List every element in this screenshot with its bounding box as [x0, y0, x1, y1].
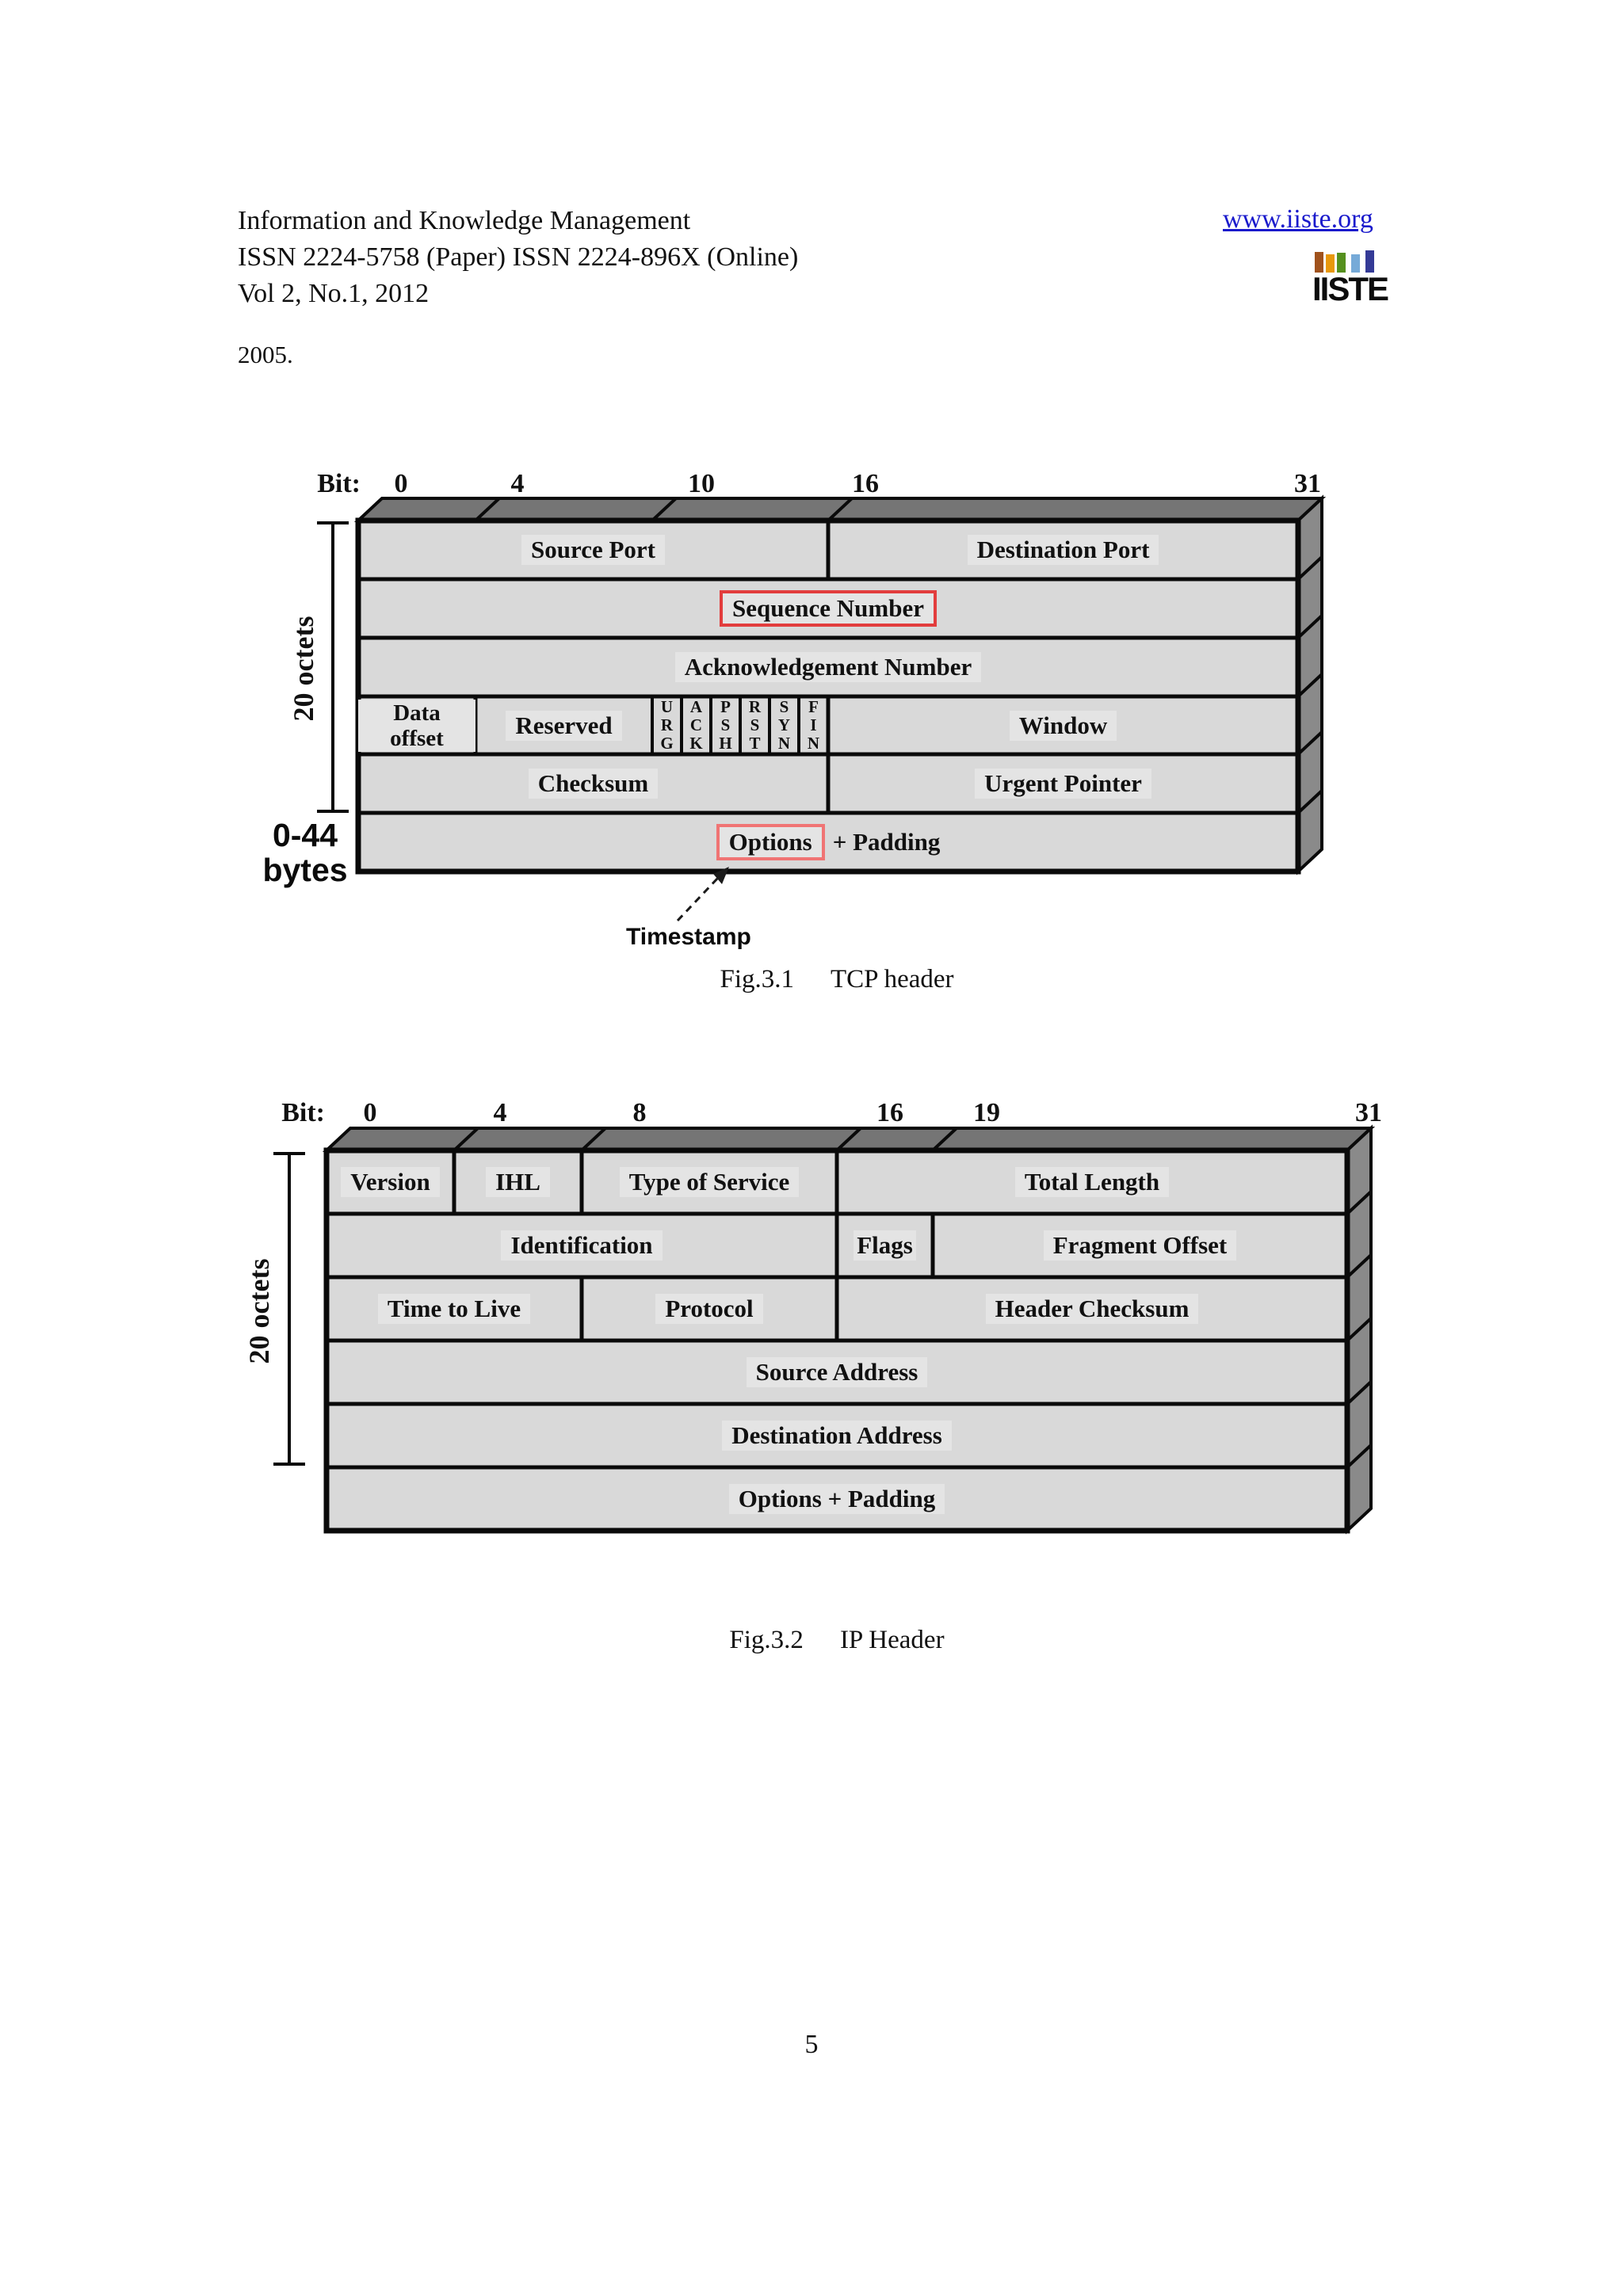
tcp-bit-16: 16 [852, 469, 879, 498]
ip-octets-label: 20 octets [243, 1258, 275, 1364]
body-text-fragment: 2005. [238, 341, 293, 368]
tcp-flag-ack: A C K [689, 697, 703, 753]
ip-cell-destination-address: Destination Address [327, 1404, 1347, 1467]
ip-bit-0: 0 [363, 1098, 377, 1127]
tcp-cell-options-padding: Options + Padding [358, 813, 1298, 871]
tcp-cell-destination-port: Destination Port [828, 521, 1298, 579]
ip-cell-type-of-service: Type of Service [582, 1150, 837, 1214]
tcp-bit-31: 31 [1294, 469, 1321, 498]
iiste-logo: IISTE [1312, 249, 1389, 307]
tcp-flag-fin: F I N [807, 697, 820, 753]
tcp-caption: Fig.3.1 TCP header [0, 965, 1623, 994]
tcp-timestamp-label: Timestamp [626, 924, 751, 950]
volume-line: Vol 2, No.1, 2012 [238, 279, 430, 308]
tcp-caption-fig: Fig.3.1 [720, 965, 795, 994]
journal-title: Information and Knowledge Management [238, 206, 691, 235]
ip-bit-prefix: Bit: [281, 1098, 325, 1127]
tcp-cell-sequence-number: Sequence Number [358, 579, 1298, 638]
tcp-flag-urg: U R G [660, 697, 674, 753]
ip-bit-19: 19 [973, 1098, 1000, 1127]
ip-caption-text: IP Header [839, 1626, 945, 1654]
ip-cell-version: Version [327, 1150, 454, 1214]
ip-cell-time-to-live: Time to Live [327, 1277, 582, 1341]
ip-cell-options-padding: Options + Padding [327, 1467, 1347, 1531]
ip-cell-source-address: Source Address [327, 1341, 1347, 1404]
tcp-caption-text: TCP header [831, 965, 954, 994]
tcp-cell-urgent-pointer: Urgent Pointer [828, 754, 1298, 813]
website-link[interactable]: www.iiste.org [1223, 204, 1373, 234]
tcp-cell-checksum: Checksum [358, 754, 828, 813]
tcp-options-highlighted: Options [716, 824, 825, 860]
tcp-bit-10: 10 [688, 469, 715, 498]
tcp-bit-0: 0 [394, 469, 408, 498]
ip-cell-protocol: Protocol [582, 1277, 837, 1341]
tcp-flag-psh: P S H [719, 697, 732, 753]
iiste-logo-bars-icon [1315, 249, 1379, 273]
ip-bit-8: 8 [632, 1098, 647, 1127]
ip-bit-16: 16 [876, 1098, 903, 1127]
ip-bit-4: 4 [493, 1098, 507, 1127]
tcp-bit-4: 4 [510, 469, 525, 498]
ip-cell-total-length: Total Length [837, 1150, 1347, 1214]
tcp-cell-window: Window [828, 696, 1298, 754]
tcp-size-label: 0-44 bytes [262, 817, 348, 888]
issn-line: ISSN 2224-5758 (Paper) ISSN 2224-896X (O… [238, 242, 799, 272]
ip-cell-flags: Flags [837, 1214, 933, 1277]
ip-cell-fragment-offset: Fragment Offset [933, 1214, 1347, 1277]
ip-bit-31: 31 [1355, 1098, 1382, 1127]
tcp-flag-rst: R S T [748, 697, 762, 753]
tcp-cell-data-offset: Data offset [358, 696, 475, 754]
ip-caption-fig: Fig.3.2 [729, 1626, 804, 1654]
ip-cell-ihl: IHL [454, 1150, 582, 1214]
tcp-bit-prefix: Bit: [317, 469, 361, 498]
tcp-cell-reserved: Reserved [475, 696, 652, 754]
ip-cell-identification: Identification [327, 1214, 837, 1277]
iiste-logo-text: IISTE [1312, 270, 1389, 307]
ip-cell-header-checksum: Header Checksum [837, 1277, 1347, 1341]
tcp-cell-source-port: Source Port [358, 521, 828, 579]
tcp-octets-label: 20 octets [288, 616, 319, 722]
tcp-padding-label: + Padding [832, 828, 941, 856]
tcp-cell-acknowledgement-number: Acknowledgement Number [358, 638, 1298, 696]
page-number: 5 [804, 2030, 819, 2059]
tcp-flag-syn: S Y N [777, 697, 791, 753]
ip-caption: Fig.3.2 IP Header [0, 1626, 1623, 1655]
